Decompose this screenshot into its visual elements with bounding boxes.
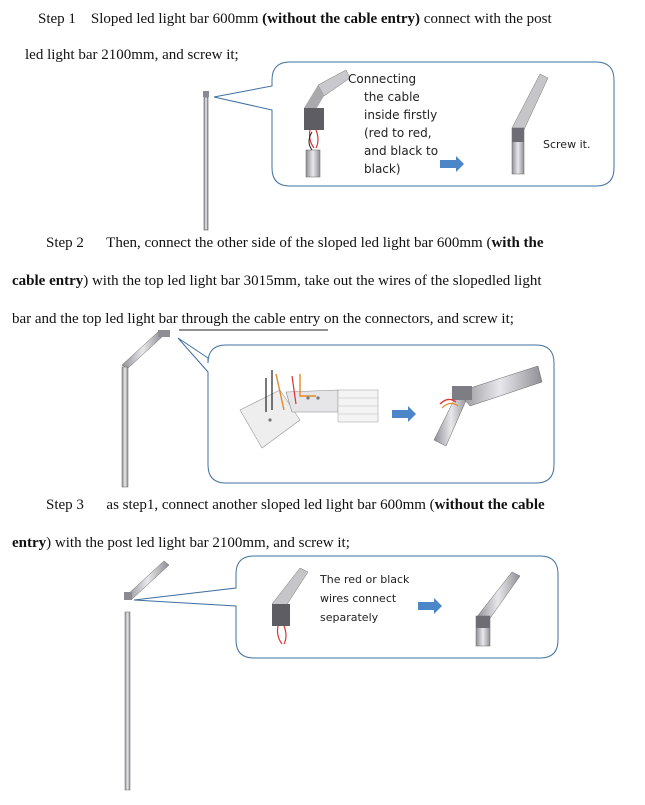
step2-fixture (121, 330, 170, 488)
step1-callout-line: (red to red, (364, 126, 432, 140)
step1-joint-image (304, 69, 351, 178)
step2-line2-text: ) with the top led light bar 3015mm, tak… (83, 273, 542, 289)
step2-label: Step 2 (46, 235, 84, 251)
step1-callout-bubble (213, 61, 615, 187)
step1-text-c: connect with the post (423, 11, 552, 27)
step1-line2: led light bar 2100mm, and screw it; (25, 47, 239, 63)
step2-text-b: with the (491, 235, 544, 251)
step3-screwed-image (475, 571, 521, 647)
step2-arrow-icon (392, 406, 416, 422)
step3-text-b: without the cable (434, 497, 545, 513)
step2-line3: bar and the top led light bar through th… (12, 311, 514, 327)
step1-fixture (203, 91, 209, 231)
step1-callout-line: inside firstly (364, 108, 438, 122)
step3-arrow-icon (418, 598, 442, 614)
step1-callout-line: black) (364, 162, 401, 176)
step1-callout-line: Connecting (348, 72, 417, 86)
step3-callout-line: separately (320, 611, 379, 624)
step3-line1: Step 3 as step1, connect another sloped … (46, 497, 545, 514)
step1-callout-right: Screw it. (543, 138, 591, 151)
step1-callout-left: Connecting the cable inside firstly (red… (348, 70, 440, 178)
step1-label: Step 1 (38, 11, 76, 27)
step3-callout-line: wires connect (320, 592, 397, 605)
step1-text-a: Sloped led light bar 600mm (90, 11, 259, 27)
step1-arrow-icon (440, 156, 464, 172)
step3-line2: entry) with the post led light bar 2100m… (12, 535, 350, 552)
step2-line1: Step 2 Then, connect the other side of t… (46, 235, 544, 252)
step3-callout-line: The red or black (320, 573, 410, 586)
step2-wiring-image (239, 370, 379, 449)
step1-callout-line: the cable (364, 90, 420, 104)
step2-screwed-image (433, 365, 543, 447)
step3-joint-image (271, 567, 309, 645)
step3-callout-bubble (133, 555, 559, 659)
step1-callout-line: and black to (364, 144, 439, 158)
step2-line2: cable entry) with the top led light bar … (12, 273, 541, 290)
step3-line2-bold: entry (12, 535, 47, 551)
step2-text-a: Then, connect the other side of the slop… (106, 235, 492, 251)
step3-callout: The red or black wires connect separatel… (320, 570, 409, 627)
step1-text-b: (without the cable entry) (262, 11, 421, 27)
step2-callout-bubble (177, 337, 555, 484)
step3-fixture (124, 560, 170, 791)
step3-line2-text: ) with the post led light bar 2100mm, an… (46, 535, 350, 551)
step3-text-a: as step1, connect another sloped led lig… (106, 497, 435, 513)
step2-line2-bold: cable entry (12, 273, 84, 289)
step1-line1: Step 1 Sloped led light bar 600mm (witho… (38, 11, 552, 28)
step1-screwed-image (511, 73, 549, 175)
step3-label: Step 3 (46, 497, 84, 513)
